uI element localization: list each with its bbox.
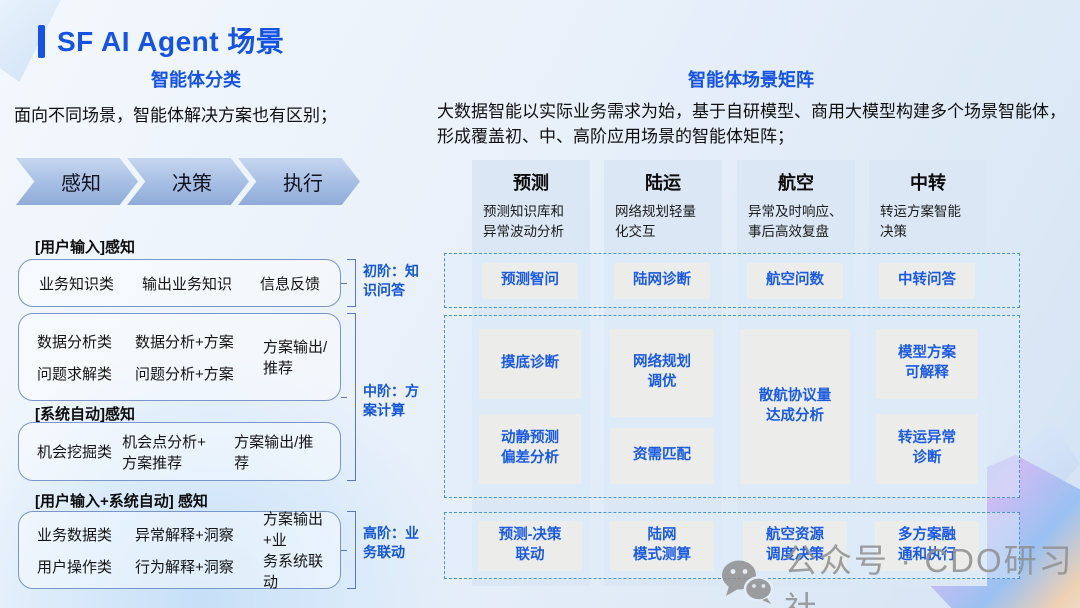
scenario-chip-baseline-diagnosis: 摸底诊断 [479,329,581,399]
scenario-chip-model-explainability: 模型方案 可解释 [876,329,978,399]
column-desc-aviation: 异常及时响应、 事后高效复盘 [748,204,843,240]
right-intro-text: 大数据智能以实际业务需求为始，基于自研模型、商用大模型构建多个场景智能体，形成覆… [437,102,1066,146]
output-info-feedback: 信息反馈 [259,275,320,293]
wechat-icon [720,559,774,605]
chevron-perception: 感知 [16,158,138,205]
box-system-auto-perception: 机会挖掘类 机会点分析+ 方案推荐 方案输出/推荐 [18,422,341,481]
group-label-user-plus-system: [用户输入+系统自动] 感知 [35,493,208,510]
scenario-chip-aviation-query: 航空问数 [747,262,843,299]
scenario-chip-transit-qa: 中转问答 [879,262,975,299]
bracket-stage-intermediate [341,313,356,481]
category-user-operation: 用户操作类 [37,558,113,576]
chevron-decision: 决策 [127,158,249,205]
box-user-input-perception: 业务知识类 输出业务知识 信息反馈 [18,259,341,307]
stage-label-beginner: 初阶：知识问答 [363,263,419,298]
output-plan-recommend: 方案输出/推荐 [263,339,328,377]
scenario-chip-forecast-deviation: 动静预测 偏差分析 [479,414,581,484]
group-label-user-input: [用户输入]感知 [35,239,135,256]
bracket-stage-beginner [341,259,356,307]
category-business-data: 业务数据类 [37,526,113,544]
chevron-execution: 执行 [238,158,360,205]
scenario-chip-land-mode-calculation: 陆网 模式测算 [610,520,714,571]
action-output-knowledge: 输出业务知识 [141,275,232,293]
scenario-chip-network-tuning: 网络规划 调优 [610,329,714,417]
scenario-chip-multi-plan-execution: 多方案融 通和执行 [875,520,979,571]
process-chevrons: 感知 决策 执行 [16,158,360,205]
insight-grid: 业务数据类 异常解释+洞察 用户操作类 行为解释+洞察 [37,524,257,577]
output-plan-recommend2: 方案输出/推荐 [234,433,314,472]
group-label-system-auto: [系统自动]感知 [35,406,135,423]
column-desc-transit: 转运方案智能 决策 [880,204,961,240]
box-user-system-perception: 业务数据类 异常解释+洞察 用户操作类 行为解释+洞察 方案输出+业 务系统联动 [18,511,341,591]
matrix-row-knowledge-qa: 预测智问 陆网诊断 航空问数 中转问答 [444,253,1020,308]
stage-label-advanced: 高阶：业务联动 [363,525,419,560]
category-opportunity-mining: 机会挖掘类 [37,444,113,461]
watermark-text: 公众号 · CDO研习社 [784,542,1074,608]
scenario-chip-forecast-qa: 预测智问 [482,262,578,299]
scenario-chip-forecast-decision-linkage: 预测-决策 联动 [478,520,582,571]
left-intro-text: 面向不同场景，智能体解决方案也有区别； [14,106,337,125]
action-opportunity-analysis: 机会点分析+ 方案推荐 [122,433,206,472]
right-section-title: 智能体场景矩阵 [688,70,814,90]
category-problem-solving: 问题求解类 [37,365,113,383]
column-title-aviation: 航空 [778,173,814,193]
column-desc-land: 网络规划轻量 化交互 [615,204,696,240]
title-accent-bar [38,25,45,58]
column-title-transit: 中转 [910,173,946,193]
analysis-grid: 数据分析类 数据分析+方案 问题求解类 问题分析+方案 [37,331,257,384]
bracket-stage-advanced [341,511,356,589]
left-section-title: 智能体分类 [151,70,241,90]
scenario-chip-land-diagnosis: 陆网诊断 [614,262,710,299]
category-business-knowledge: 业务知识类 [39,275,115,293]
action-behavior-explain: 行为解释+洞察 [135,558,234,576]
column-title-land: 陆运 [645,173,681,193]
decoration-bottom-left-blob [0,360,460,608]
action-anomaly-explain: 异常解释+洞察 [135,526,234,544]
box-analysis-solving: 数据分析类 数据分析+方案 问题求解类 问题分析+方案 方案输出/推荐 [18,313,341,401]
scenario-chip-resource-matching: 资需匹配 [610,428,714,484]
watermark: 公众号 · CDO研习社 [720,534,1080,608]
matrix-row-plan-computation: 摸底诊断 动静预测 偏差分析 网络规划 调优 资需匹配 散航协议量 达成分析 模… [444,315,1020,498]
scenario-chip-charter-agreement-analysis: 散航协议量 达成分析 [740,329,850,484]
page-title: SF AI Agent 场景 [57,26,285,57]
category-data-analysis: 数据分析类 [37,333,113,351]
column-desc-forecast: 预测知识库和 异常波动分析 [483,204,564,240]
stage-label-intermediate: 中阶：方案计算 [363,383,419,418]
action-problem-analysis-plan: 问题分析+方案 [135,365,234,383]
output-system-linkage: 方案输出+业 务系统联动 [263,511,324,591]
scenario-chip-transit-anomaly-diagnosis: 转运异常 诊断 [876,414,978,484]
column-title-forecast: 预测 [513,173,549,193]
scenario-chip-aviation-resource-scheduling: 航空资源 调度决策 [743,520,847,571]
action-data-analysis-plan: 数据分析+方案 [135,333,234,351]
